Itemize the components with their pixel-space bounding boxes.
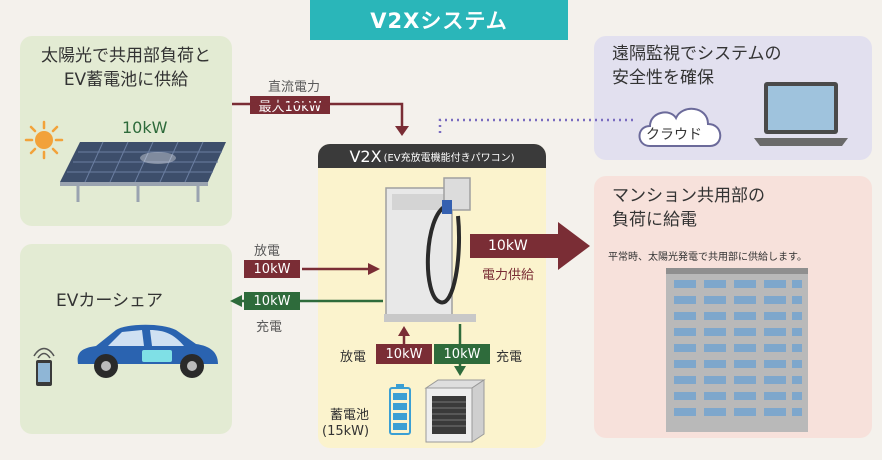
v2x-charger-icon bbox=[384, 177, 476, 322]
mansion-text-line1: マンション共用部の bbox=[612, 186, 765, 206]
mansion-note: 平常時、太陽光発電で共用部に供給します。 bbox=[608, 252, 807, 263]
battery-capacity: (15kW) bbox=[322, 424, 370, 439]
storage-battery-icon bbox=[424, 379, 486, 443]
solar-panel-icon bbox=[60, 141, 226, 202]
dc-power-label: 直流電力 bbox=[268, 80, 321, 95]
solar-description: 太陽光で共用部負荷と EV蓄電池に供給 bbox=[20, 44, 232, 92]
remote-description: 遠隔監視でシステムの 安全性を確保 bbox=[612, 42, 862, 90]
ev-charge-label: 充電 bbox=[256, 320, 283, 335]
supply-label: 電力供給 bbox=[482, 268, 535, 283]
supply-arrow bbox=[470, 222, 590, 270]
battery-level-icon bbox=[389, 384, 411, 435]
cloud-label: クラウド bbox=[646, 127, 702, 143]
battery-discharge-label: 放電 bbox=[340, 350, 367, 365]
cloud-icon bbox=[638, 108, 722, 147]
v2x-name: V2X bbox=[349, 146, 382, 166]
ev-discharge-value: 10kW bbox=[244, 260, 300, 278]
solar-text-line1: 太陽光で共用部負荷と bbox=[41, 46, 211, 66]
v2x-header: V2X (EV充放電機能付きパワコン) bbox=[318, 144, 546, 168]
mansion-text-line2: 負荷に給電 bbox=[612, 210, 697, 230]
ev-label: EVカーシェア bbox=[56, 291, 164, 311]
laptop-icon bbox=[754, 82, 848, 146]
remote-text-line1: 遠隔監視でシステムの bbox=[612, 44, 782, 64]
battery-charge-value: 10kW bbox=[434, 344, 490, 364]
battery-charge-label: 充電 bbox=[496, 350, 523, 365]
remote-connection-line bbox=[438, 118, 633, 134]
solar-capacity: 10kW bbox=[122, 118, 168, 137]
ev-car-icon bbox=[77, 324, 218, 378]
battery-discharge-value: 10kW bbox=[376, 344, 432, 364]
ev-discharge-arrow bbox=[302, 263, 380, 275]
apartment-building-icon bbox=[666, 268, 808, 432]
dc-power-arrow bbox=[232, 102, 409, 136]
supply-value: 10kW bbox=[488, 238, 528, 254]
remote-text-line2: 安全性を確保 bbox=[612, 68, 714, 88]
ev-discharge-label: 放電 bbox=[254, 244, 281, 259]
mansion-description: マンション共用部の 負荷に給電 bbox=[612, 184, 862, 232]
ev-charge-value: 10kW bbox=[244, 292, 300, 310]
sun-icon bbox=[24, 120, 64, 160]
smartphone-icon bbox=[33, 347, 55, 386]
battery-name: 蓄電池 bbox=[330, 408, 370, 423]
v2x-description: (EV充放電機能付きパワコン) bbox=[383, 152, 515, 164]
solar-text-line2: EV蓄電池に供給 bbox=[63, 70, 189, 90]
page-title: V2Xシステム bbox=[310, 0, 568, 40]
